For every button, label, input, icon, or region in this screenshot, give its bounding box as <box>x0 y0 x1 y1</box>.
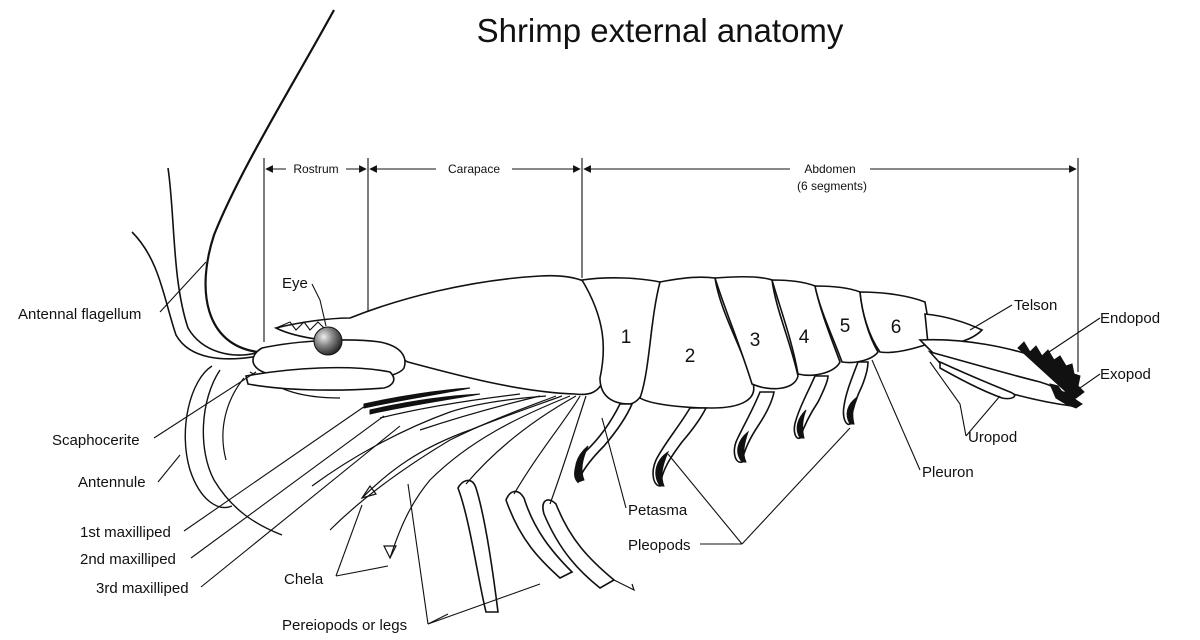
tail-fan-drawing <box>918 338 1085 409</box>
label-chela: Chela <box>284 571 324 588</box>
legs-drawing <box>311 387 636 613</box>
label-telson: Telson <box>1014 297 1057 314</box>
label-3rd-maxilliped: 3rd maxilliped <box>96 580 189 597</box>
label-exopod: Exopod <box>1100 366 1151 383</box>
label-endopod: Endopod <box>1100 310 1160 327</box>
eye-icon <box>313 326 343 356</box>
segment-6: 6 <box>891 317 902 338</box>
segment-1: 1 <box>621 327 632 348</box>
carapace-drawing <box>245 274 611 396</box>
abdomen-drawing <box>580 275 984 409</box>
abdomen-note: (6 segments) <box>797 179 867 193</box>
segment-5: 5 <box>840 316 851 337</box>
label-uropod: Uropod <box>968 429 1017 446</box>
rostrum-label: Rostrum <box>293 162 338 176</box>
label-pleuron: Pleuron <box>922 464 974 481</box>
pleopods-drawing <box>574 361 869 487</box>
label-eye: Eye <box>282 275 308 292</box>
label-antennule: Antennule <box>78 474 146 491</box>
dimension-lines <box>263 158 1079 372</box>
label-petasma: Petasma <box>628 502 688 519</box>
label-2nd-maxilliped: 2nd maxilliped <box>80 551 176 568</box>
label-1st-maxilliped: 1st maxilliped <box>80 524 171 541</box>
abdomen-label: Abdomen <box>804 162 855 176</box>
antennae-drawing <box>131 9 341 536</box>
segment-3: 3 <box>750 330 761 351</box>
diagram-title: Shrimp external anatomy <box>477 12 844 49</box>
label-scaphocerite: Scaphocerite <box>52 432 140 449</box>
label-pleopods: Pleopods <box>628 537 691 554</box>
segment-4: 4 <box>799 327 810 348</box>
label-antennal-flagellum: Antennal flagellum <box>18 306 141 323</box>
leader-lines <box>153 261 1101 625</box>
segment-2: 2 <box>685 346 696 367</box>
carapace-label: Carapace <box>448 162 500 176</box>
label-pereiopods: Pereiopods or legs <box>282 617 407 634</box>
